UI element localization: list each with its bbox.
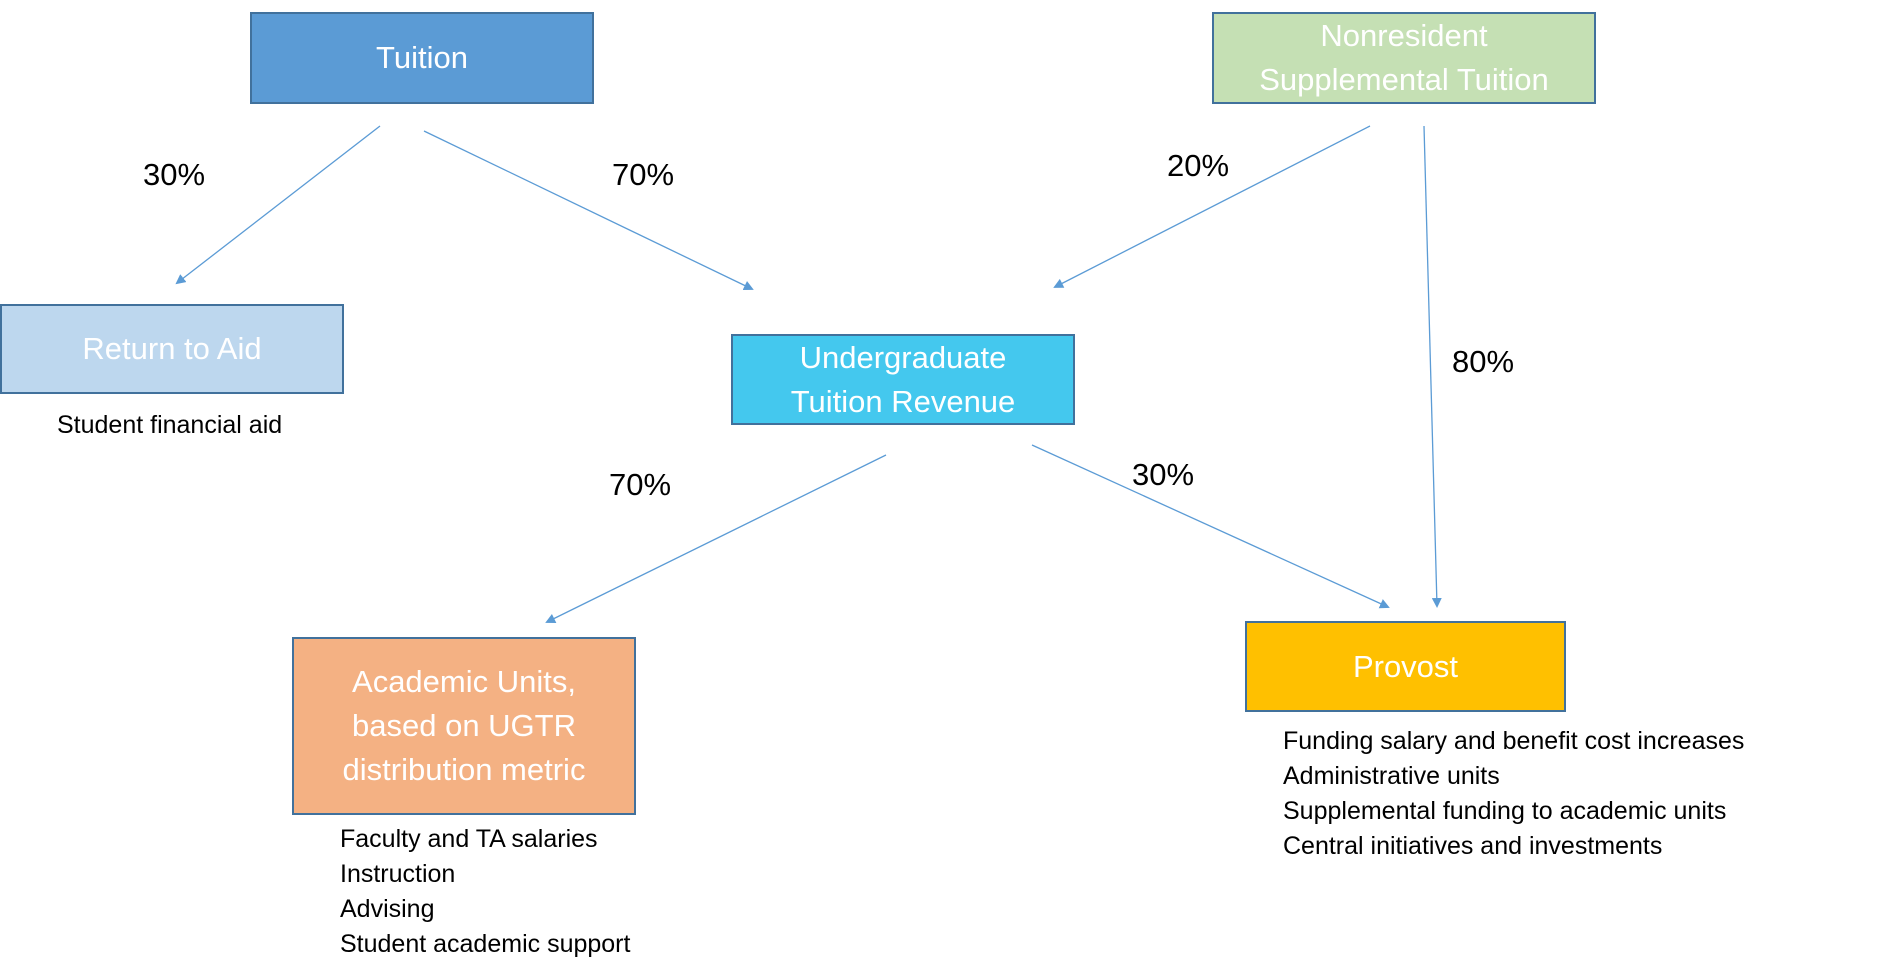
node-provost: Provost: [1245, 621, 1566, 712]
node-undergraduate-tuition-revenue: Undergraduate Tuition Revenue: [731, 334, 1075, 425]
arrow-ugtr-to-academic: [545, 454, 887, 623]
arrow-ugtr-to-provost: [1031, 444, 1390, 609]
edge-label-nonresident-to-ugtr: 20%: [1167, 148, 1230, 183]
node-ugtr-label-line2: Tuition Revenue: [790, 383, 1016, 419]
node-academic-label-line3: distribution metric: [342, 752, 586, 787]
node-academic-label-line2: based on UGTR: [352, 708, 576, 743]
edge-label-nonresident-to-provost: 80%: [1452, 344, 1515, 379]
note-item: Funding salary and benefit cost increase…: [1283, 727, 1745, 755]
node-ugtr-label-line1: Undergraduate: [799, 339, 1007, 375]
note-item: Administrative units: [1283, 762, 1500, 790]
edge-label-ugtr-to-academic: 70%: [609, 467, 672, 502]
arrow-nonresident-to-ugtr: [1053, 125, 1371, 288]
note-item: Student academic support: [340, 930, 631, 958]
arrow-tuition-to-aid: [175, 125, 381, 285]
node-tuition: Tuition: [250, 12, 594, 104]
edge-label-tuition-to-aid: 30%: [143, 157, 206, 192]
edge-label-ugtr-to-provost: 30%: [1132, 457, 1195, 492]
note-item: Advising: [340, 895, 435, 923]
node-provost-label: Provost: [1352, 648, 1459, 684]
note-item: Supplemental funding to academic units: [1283, 797, 1727, 825]
note-item: Faculty and TA salaries: [340, 825, 598, 853]
node-return-to-aid: Return to Aid: [0, 304, 344, 394]
node-academic-label-line1: Academic Units,: [352, 664, 576, 699]
node-nonresident-label-line2: Supplemental Tuition: [1259, 62, 1549, 97]
edge-label-tuition-to-ugtr: 70%: [612, 157, 675, 192]
node-nonresident-label-line1: Nonresident: [1320, 18, 1488, 53]
node-tuition-label: Tuition: [376, 40, 468, 75]
note-item: Student financial aid: [57, 411, 283, 439]
node-nonresident-supplemental-tuition: Nonresident Supplemental Tuition: [1212, 12, 1596, 104]
arrow-tuition-to-ugtr: [423, 130, 754, 291]
notes-provost: Funding salary and benefit cost increase…: [1283, 724, 1744, 864]
node-return-to-aid-label: Return to Aid: [82, 331, 262, 366]
arrow-nonresident-to-provost: [1423, 125, 1442, 608]
notes-academic-units: Faculty and TA salaries Instruction Advi…: [340, 822, 630, 962]
note-item: Instruction: [340, 860, 456, 888]
notes-return-to-aid: Student financial aid: [57, 408, 282, 443]
note-item: Central initiatives and investments: [1283, 832, 1663, 860]
node-academic-units: Academic Units, based on UGTR distributi…: [292, 637, 636, 815]
